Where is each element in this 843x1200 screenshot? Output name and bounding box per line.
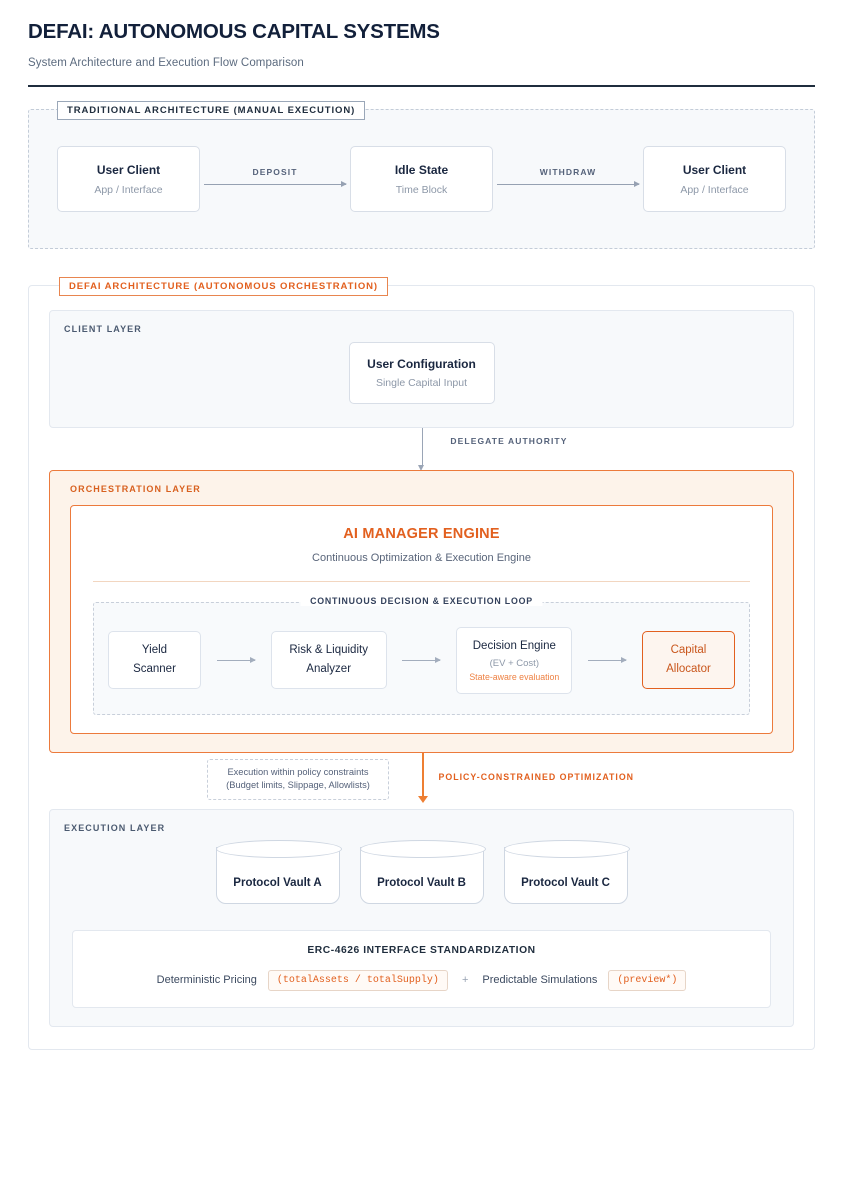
loop-node-line1: Capital [670,644,707,657]
node-title: User Client [682,162,747,177]
client-layer-label: CLIENT LAYER [64,324,142,334]
vault-label: Protocol Vault C [521,876,610,889]
erc-row: Deterministic Pricing (totalAssets / tot… [89,969,754,991]
arrow-right-icon [497,181,640,187]
arrow-down-icon [417,752,428,803]
loop-node-decision-engine: Decision Engine (EV + Cost) State-aware … [456,627,573,694]
orchestration-layer: ORCHESTRATION LAYER AI MANAGER ENGINE Co… [49,470,794,753]
erc-right-text: Predictable Simulations [482,974,598,987]
erc-title: ERC-4626 INTERFACE STANDARDIZATION [307,944,536,956]
node-title: User Client [96,162,161,177]
arrow-down-icon [418,428,424,471]
loop-node-line1: Decision Engine [472,640,556,652]
page-subtitle: System Architecture and Execution Flow C… [28,57,304,69]
flow-deposit: DEPOSIT [200,167,350,187]
node-user-configuration: User Configuration Single Capital Input [348,342,495,404]
node-title: Idle State [394,162,449,177]
flow-label: WITHDRAW [539,167,597,177]
flow-label: DEPOSIT [252,167,298,177]
loop-node-line1: Risk & Liquidity [289,644,368,657]
defai-architecture-panel: DEFAI ARCHITECTURE (AUTONOMOUS ORCHESTRA… [28,277,815,1050]
client-layer-content: User Configuration Single Capital Input [64,342,779,404]
loop-node-line1: Yield [141,644,168,657]
loop-node-yield-scanner: Yield Scanner [108,631,201,690]
loop-node-sub: (EV + Cost) [489,657,539,669]
loop-node-note: State-aware evaluation [469,671,560,682]
loop-node-line2: Allocator [666,662,711,675]
node-subtitle: App / Interface [94,183,163,196]
orchestration-layer-label: ORCHESTRATION LAYER [70,484,201,494]
loop-row: Yield Scanner Risk & Liquidity Analyzer … [108,627,735,694]
arrow-right-icon [204,181,347,187]
vault-label: Protocol Vault A [233,876,322,889]
flow-withdraw: WITHDRAW [493,167,643,187]
execution-layer-label: EXECUTION LAYER [64,822,166,833]
vault-cylinder-b: Protocol Vault B [359,839,486,904]
erc-left-text: Deterministic Pricing [156,974,257,987]
erc-left-code-chip: (totalAssets / totalSupply) [267,969,448,991]
execution-layer: EXECUTION LAYER Protocol Vault A Protoco… [49,808,794,1027]
client-layer: CLIENT LAYER User Configuration Single C… [49,310,794,428]
ai-manager-engine-title: AI MANAGER ENGINE [343,526,500,542]
traditional-legend: TRADITIONAL ARCHITECTURE (MANUAL EXECUTI… [57,101,366,120]
node-title: User Configuration [367,357,476,371]
policy-note-line1: Execution within policy constraints [227,766,369,777]
defai-legend: DEFAI ARCHITECTURE (AUTONOMOUS ORCHESTRA… [59,277,388,296]
arrow-right-icon [216,656,256,663]
erc-operator: + [461,974,469,987]
loop-node-risk-liquidity-analyzer: Risk & Liquidity Analyzer [270,631,387,690]
traditional-architecture-panel: TRADITIONAL ARCHITECTURE (MANUAL EXECUTI… [28,101,815,249]
arrow-right-icon [402,656,442,663]
ai-manager-engine-subtitle: Continuous Optimization & Execution Engi… [312,552,531,564]
node-idle-state: Idle State Time Block [350,146,493,212]
loop-node-capital-allocator: Capital Allocator [641,631,735,690]
engine-divider [93,581,750,582]
title-divider [28,85,815,87]
node-user-client-right: User Client App / Interface [643,146,786,212]
loop-node-line2: Scanner [133,662,176,675]
policy-note-line2: (Budget limits, Slippage, Allowlists) [226,780,370,791]
vault-cylinder-a: Protocol Vault A [215,839,342,904]
ai-manager-engine-box: AI MANAGER ENGINE Continuous Optimizatio… [70,505,773,734]
loop-legend: CONTINUOUS DECISION & EXECUTION LOOP [300,596,543,606]
delegate-authority-connector: DELEGATE AUTHORITY [49,428,794,471]
arrow-right-icon [588,656,628,663]
page-title: DEFAI: AUTONOMOUS CAPITAL SYSTEMS [28,20,440,43]
delegate-authority-label: DELEGATE AUTHORITY [450,436,568,446]
node-subtitle: App / Interface [680,183,749,196]
erc-right-code-chip: (preview*) [608,969,687,991]
page-header: DEFAI: AUTONOMOUS CAPITAL SYSTEMS System… [0,0,843,87]
erc-4626-box: ERC-4626 INTERFACE STANDARDIZATION Deter… [72,929,771,1008]
policy-constrained-optimization-label: POLICY-CONSTRAINED OPTIMIZATION [438,771,635,782]
loop-node-line2: Analyzer [306,662,352,675]
node-subtitle: Single Capital Input [375,377,468,389]
node-user-client-left: User Client App / Interface [57,146,200,212]
policy-constraint-zone: Execution within policy constraints (Bud… [49,752,794,809]
policy-constraints-note: Execution within policy constraints (Bud… [207,758,389,801]
node-subtitle: Time Block [395,183,448,196]
vault-row: Protocol Vault A Protocol Vault B Protoc… [64,839,779,904]
vault-cylinder-c: Protocol Vault C [503,839,630,904]
decision-execution-loop-panel: CONTINUOUS DECISION & EXECUTION LOOP Yie… [93,596,750,715]
vault-label: Protocol Vault B [377,876,466,889]
traditional-flow-row: User Client App / Interface DEPOSIT Idle… [29,110,814,248]
